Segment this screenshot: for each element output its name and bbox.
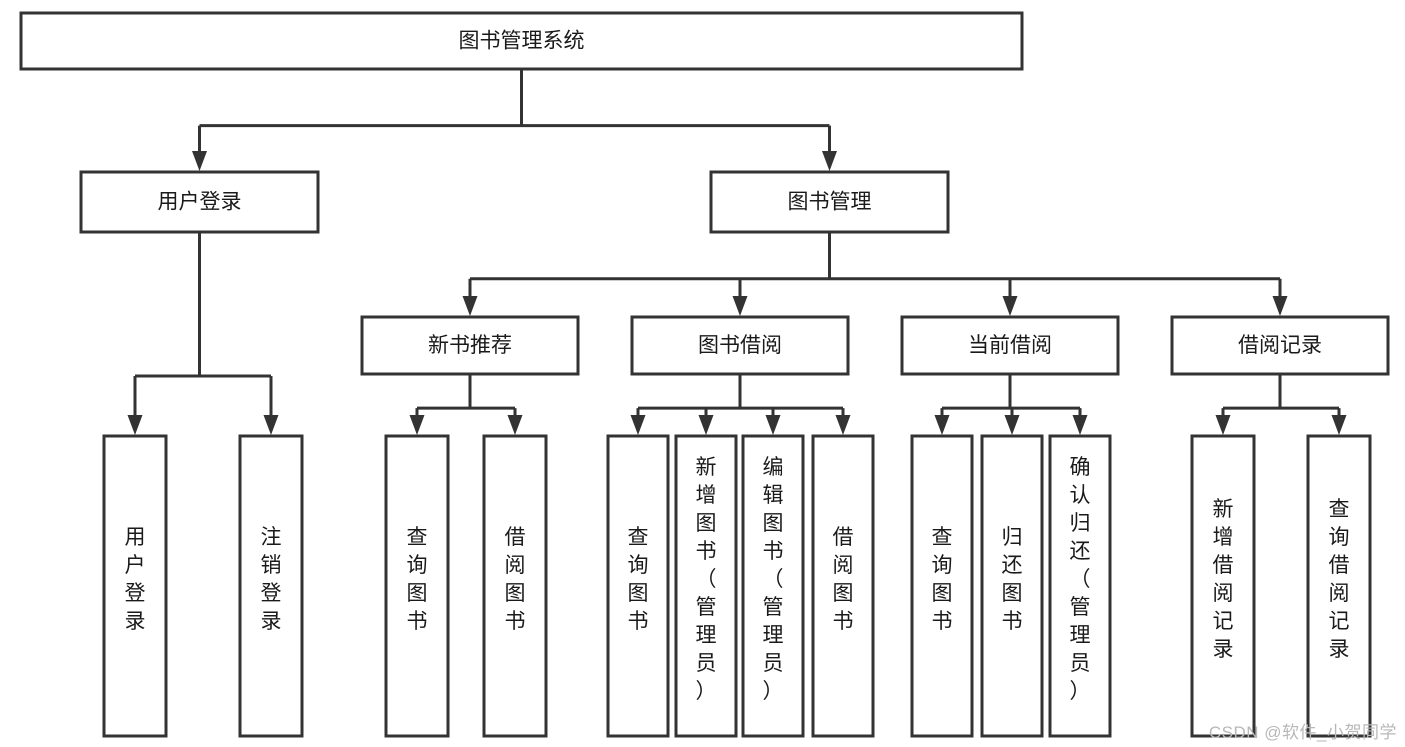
node-label-leaf-user-login: 用户登录 — [125, 526, 146, 633]
node-leaf-borrow-book-1[interactable]: 借阅图书 — [482, 434, 548, 738]
node-book-manage[interactable]: 图书管理 — [709, 170, 950, 234]
node-box-leaf-add-book[interactable] — [674, 434, 738, 738]
node-label-leaf-query-book-3: 查询图书 — [932, 526, 953, 633]
node-box-leaf-query-book-2[interactable] — [606, 434, 670, 738]
node-box-book-manage[interactable] — [709, 170, 950, 234]
node-label-leaf-query-book-2: 查询图书 — [628, 526, 649, 633]
node-leaf-query-book-2[interactable]: 查询图书 — [606, 434, 670, 738]
node-label-current-borrow: 当前借阅 — [968, 334, 1052, 357]
node-leaf-edit-book[interactable]: 编辑图书（管理员） — [741, 434, 805, 738]
node-box-leaf-borrow-book-1[interactable] — [482, 434, 548, 738]
node-box-leaf-borrow-book-2[interactable] — [811, 434, 875, 738]
node-box-user-login[interactable] — [79, 170, 320, 234]
node-label-leaf-confirm-return: 确认归还（管理员） — [1070, 456, 1091, 703]
node-box-leaf-logout[interactable] — [238, 434, 304, 738]
node-label-new-book-recommend: 新书推荐 — [428, 334, 512, 357]
node-leaf-user-login[interactable]: 用户登录 — [102, 434, 168, 738]
node-leaf-add-book[interactable]: 新增图书（管理员） — [674, 434, 738, 738]
node-leaf-query-record[interactable]: 查询借阅记录 — [1306, 434, 1372, 738]
connector-group-borrow-record — [1215, 374, 1347, 435]
node-label-leaf-query-record: 查询借阅记录 — [1329, 498, 1350, 661]
connector-group-new-book-recommend — [409, 374, 523, 435]
node-box-new-book-recommend[interactable] — [360, 315, 580, 376]
node-box-leaf-add-record[interactable] — [1190, 434, 1256, 738]
connector-group-root — [192, 69, 837, 171]
connector-group-current-borrow — [934, 374, 1088, 435]
node-label-root: 图书管理系统 — [459, 30, 585, 53]
connector-group-user-login — [127, 232, 279, 435]
node-current-borrow[interactable]: 当前借阅 — [900, 315, 1120, 376]
node-leaf-query-book-1[interactable]: 查询图书 — [384, 434, 450, 738]
node-box-leaf-query-book-1[interactable] — [384, 434, 450, 738]
node-box-leaf-confirm-return[interactable] — [1048, 434, 1112, 738]
node-box-borrow-record[interactable] — [1170, 315, 1390, 376]
node-box-leaf-query-book-3[interactable] — [910, 434, 974, 738]
node-label-book-manage: 图书管理 — [788, 191, 872, 214]
node-box-book-borrow[interactable] — [630, 315, 850, 376]
node-new-book-recommend[interactable]: 新书推荐 — [360, 315, 580, 376]
node-book-borrow[interactable]: 图书借阅 — [630, 315, 850, 376]
node-box-current-borrow[interactable] — [900, 315, 1120, 376]
node-label-leaf-edit-book: 编辑图书（管理员） — [763, 456, 784, 703]
node-box-leaf-user-login[interactable] — [102, 434, 168, 738]
node-leaf-query-book-3[interactable]: 查询图书 — [910, 434, 974, 738]
node-label-leaf-logout: 注销登录 — [261, 526, 282, 633]
node-box-leaf-return-book[interactable] — [980, 434, 1044, 738]
node-label-leaf-add-book: 新增图书（管理员） — [696, 456, 717, 703]
node-leaf-logout[interactable]: 注销登录 — [238, 434, 304, 738]
node-layer: 图书管理系统用户登录图书管理新书推荐图书借阅当前借阅借阅记录用户登录注销登录查询… — [19, 11, 1390, 738]
connector-group-book-borrow — [630, 374, 851, 435]
node-label-book-borrow: 图书借阅 — [698, 334, 782, 357]
node-leaf-confirm-return[interactable]: 确认归还（管理员） — [1048, 434, 1112, 738]
node-label-leaf-add-record: 新增借阅记录 — [1213, 498, 1234, 661]
node-leaf-borrow-book-2[interactable]: 借阅图书 — [811, 434, 875, 738]
node-borrow-record[interactable]: 借阅记录 — [1170, 315, 1390, 376]
node-label-leaf-borrow-book-2: 借阅图书 — [833, 526, 854, 633]
node-label-leaf-return-book: 归还图书 — [1002, 526, 1023, 633]
connector-group-book-manage — [462, 232, 1288, 316]
node-leaf-add-record[interactable]: 新增借阅记录 — [1190, 434, 1256, 738]
node-box-root[interactable] — [19, 11, 1024, 71]
node-box-leaf-query-record[interactable] — [1306, 434, 1372, 738]
node-label-leaf-borrow-book-1: 借阅图书 — [505, 526, 526, 633]
node-root[interactable]: 图书管理系统 — [19, 11, 1024, 71]
connector-layer — [127, 69, 1347, 435]
node-label-borrow-record: 借阅记录 — [1238, 334, 1322, 357]
node-box-leaf-edit-book[interactable] — [741, 434, 805, 738]
node-leaf-return-book[interactable]: 归还图书 — [980, 434, 1044, 738]
node-label-leaf-query-book-1: 查询图书 — [407, 526, 428, 633]
node-user-login[interactable]: 用户登录 — [79, 170, 320, 234]
node-label-user-login: 用户登录 — [158, 191, 242, 214]
